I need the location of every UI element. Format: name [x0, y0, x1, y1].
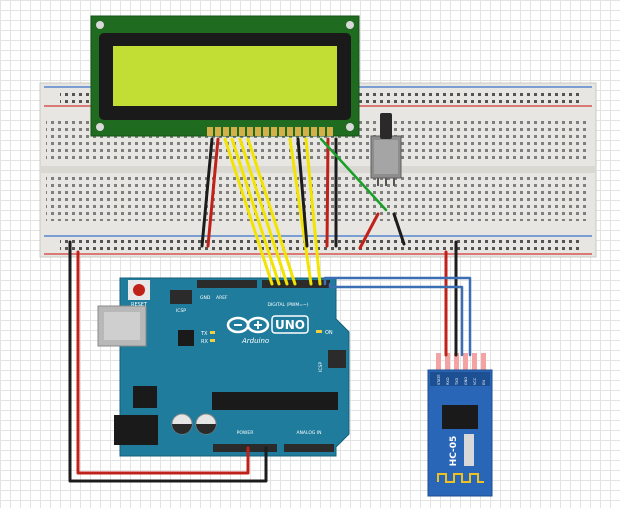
gnd-label: GND: [200, 295, 211, 301]
bt-pin-labels: STATE RXD TXD GND VCC EN: [437, 374, 486, 386]
lcd-mount-hole: [346, 21, 354, 29]
usb-chip: [178, 330, 194, 346]
bt-pin-label: GND: [464, 377, 468, 385]
lcd-pin: [287, 127, 293, 136]
lcd-pin: [327, 127, 333, 136]
lcd-mount-hole: [346, 123, 354, 131]
icsp2-label: ICSP: [176, 308, 186, 314]
wire-yellow: [223, 137, 274, 286]
voltage-regulator: [133, 386, 157, 408]
wire-yellow: [238, 137, 289, 286]
icsp-label: ICSP: [318, 362, 324, 372]
lcd-pin: [255, 127, 261, 136]
power-label: POWER: [237, 430, 254, 436]
lcd-pin: [311, 127, 317, 136]
bt-chip: [442, 405, 478, 429]
uno-badge: [271, 315, 309, 334]
bt-pin-label: VCC: [473, 377, 477, 385]
arduino-logo: [226, 316, 270, 334]
analog-header: [284, 444, 334, 452]
bt-pin-label: RXD: [446, 377, 450, 385]
power-header: [213, 444, 277, 452]
wire-yellow: [304, 137, 322, 286]
lcd-pin: [223, 127, 229, 136]
wire-green: [319, 137, 388, 212]
breadboard-center-channel: [40, 166, 596, 173]
bt-pin-header: [436, 353, 486, 371]
lcd-pin: [207, 127, 213, 136]
lcd-pin: [279, 127, 285, 136]
lcd-pin: [215, 127, 221, 136]
icsp2-header: [170, 290, 192, 304]
potentiometer-knob: [380, 113, 392, 139]
bt-pin-label: STATE: [437, 374, 441, 385]
aref-label: AREF: [216, 295, 228, 301]
wire-yellow: [288, 137, 313, 286]
lcd-pin: [303, 127, 309, 136]
wire-black: [200, 137, 214, 248]
reset-label: RESET: [131, 302, 148, 308]
digital-label: DIGITAL (PWM=~): [267, 302, 308, 308]
wire-black: [296, 137, 309, 248]
wires: [68, 137, 472, 483]
rx-label: RX: [201, 339, 208, 345]
tx-label: TX: [200, 331, 208, 337]
wire-red: [206, 137, 220, 248]
atmega-chip: [212, 392, 338, 410]
lcd-pin: [231, 127, 237, 136]
lcd-screen: [113, 46, 337, 106]
board-model: UNO: [275, 318, 305, 332]
bt-model-label: HC-05: [449, 436, 459, 467]
bt-pin-label: TXD: [455, 377, 459, 386]
bt-crystal: [464, 434, 474, 466]
lcd-pin: [239, 127, 245, 136]
wire-yellow: [246, 137, 297, 286]
wire-blue: [328, 282, 464, 357]
bottom-power-rail: [44, 235, 592, 255]
lcd-pin: [295, 127, 301, 136]
lcd-pin: [263, 127, 269, 136]
wire-red: [325, 137, 330, 248]
wire-red: [76, 250, 250, 475]
lcd-module: [90, 15, 360, 137]
analog-label: ANALOG IN: [296, 430, 321, 436]
lcd-mount-hole: [96, 21, 104, 29]
wire-black: [392, 212, 406, 246]
lcd-pin: [319, 127, 325, 136]
lcd-mount-hole: [96, 123, 104, 131]
board-brand: Arduino: [241, 337, 269, 345]
wire-yellow: [230, 137, 281, 286]
hc05-bluetooth-module: STATE RXD TXD GND VCC EN HC-05: [427, 353, 493, 497]
lcd-pin: [271, 127, 277, 136]
arduino-uno-board: RESET ICSP TX RX UNO Arduino ON ICSP DIG…: [97, 277, 350, 457]
breadboard-bottom-terminals: [46, 176, 590, 221]
bt-pin-label: EN: [482, 380, 486, 385]
potentiometer: [370, 113, 402, 186]
wire-black: [68, 240, 268, 483]
lcd-pin-header: [207, 127, 333, 136]
wire-blue: [323, 276, 472, 357]
lcd-pin: [247, 127, 253, 136]
power-jack: [114, 415, 158, 445]
digital-header-2: [197, 280, 257, 288]
on-label: ON: [325, 330, 333, 336]
bt-antenna: [437, 473, 484, 483]
icsp-header: [328, 350, 346, 368]
wire-red: [358, 212, 380, 250]
